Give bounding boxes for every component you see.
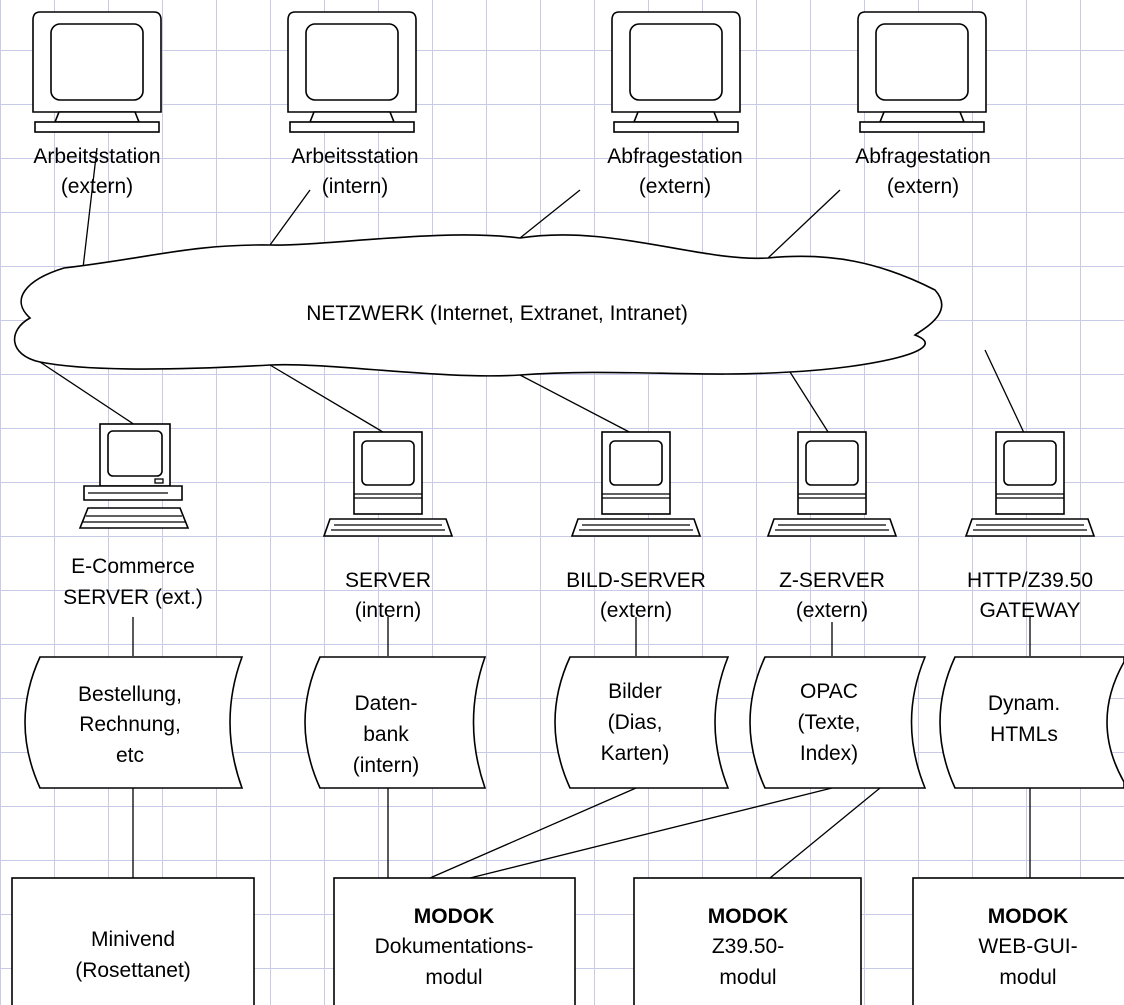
workstation-abfragestation-2 <box>857 11 987 133</box>
desktop-computer-icon <box>78 423 190 529</box>
storage-label: Dynam. <box>988 692 1060 715</box>
network-label: NETZWERK (Internet, Extranet, Intranet) <box>306 302 688 325</box>
storage-label: Karten) <box>601 742 670 765</box>
storage-label: Rechnung, <box>79 713 181 736</box>
workstation-sublabel: (intern) <box>322 175 389 198</box>
workstation-connectors <box>82 147 841 269</box>
module-title: MODOK <box>708 905 789 928</box>
module-boxes <box>11 877 1124 1005</box>
storage-label: OPAC <box>800 680 858 703</box>
monitor-icon <box>857 11 987 133</box>
server-icon-intern <box>323 431 453 537</box>
monitor-icon <box>32 11 162 133</box>
storage-label: bank <box>363 723 409 746</box>
workstation-abfragestation-1 <box>611 11 741 133</box>
workstation-arbeitsstation-intern <box>287 11 417 133</box>
monitor-icon <box>287 11 417 133</box>
server-sublabel: GATEWAY <box>979 599 1080 622</box>
server-connectors <box>39 349 1026 436</box>
server-label: SERVER <box>345 569 431 592</box>
storage-label: etc <box>116 744 144 767</box>
workstation-sublabel: (extern) <box>639 175 711 198</box>
storage-label: Index) <box>800 742 858 765</box>
monitor-icon <box>611 11 741 133</box>
server-label: BILD-SERVER <box>566 569 706 592</box>
module-label: modul <box>719 966 776 989</box>
server-icon-bild <box>571 431 701 537</box>
server-sublabel: (extern) <box>600 599 672 622</box>
workstation-label: Arbeitsstation <box>291 145 418 168</box>
server-icon-z <box>767 431 897 537</box>
module-title: MODOK <box>414 905 495 928</box>
server-label: Z-SERVER <box>779 569 885 592</box>
module-label: Dokumentations- <box>375 935 534 958</box>
server-sublabel: SERVER (ext.) <box>63 586 203 609</box>
module-connectors <box>132 787 1031 879</box>
server-sublabel: (extern) <box>796 599 868 622</box>
workstation-label: Abfragestation <box>855 145 990 168</box>
workstation-label: Abfragestation <box>607 145 742 168</box>
workstation-sublabel: (extern) <box>887 175 959 198</box>
workstation-arbeitsstation-extern <box>32 11 162 133</box>
module-label: modul <box>999 966 1056 989</box>
module-label: WEB-GUI- <box>978 935 1077 958</box>
module-label: Z39.50- <box>712 935 784 958</box>
network-cloud: NETZWERK (Internet, Extranet, Intranet) <box>13 234 943 377</box>
server-label: HTTP/Z39.50 <box>967 569 1093 592</box>
workstation-sublabel: (extern) <box>61 175 133 198</box>
storage-connectors <box>132 617 1031 656</box>
storage-label: (Dias, <box>608 711 663 734</box>
server-sublabel: (intern) <box>355 599 422 622</box>
module-title: MODOK <box>988 905 1069 928</box>
storage-label: Bilder <box>608 680 662 703</box>
storage-label: Daten- <box>354 692 417 715</box>
storage-label: (intern) <box>353 754 420 777</box>
module-label: Minivend <box>91 928 175 951</box>
workstation-label: Arbeitsstation <box>33 145 160 168</box>
storage-label: Bestellung, <box>78 683 182 706</box>
storage-label: (Texte, <box>797 711 860 734</box>
module-label: modul <box>425 966 482 989</box>
module-label: (Rosettanet) <box>75 959 191 982</box>
server-label: E-Commerce <box>71 555 195 578</box>
server-icon-gateway <box>965 431 1095 537</box>
storage-shapes <box>24 656 1124 789</box>
storage-label: HTMLs <box>990 723 1058 746</box>
